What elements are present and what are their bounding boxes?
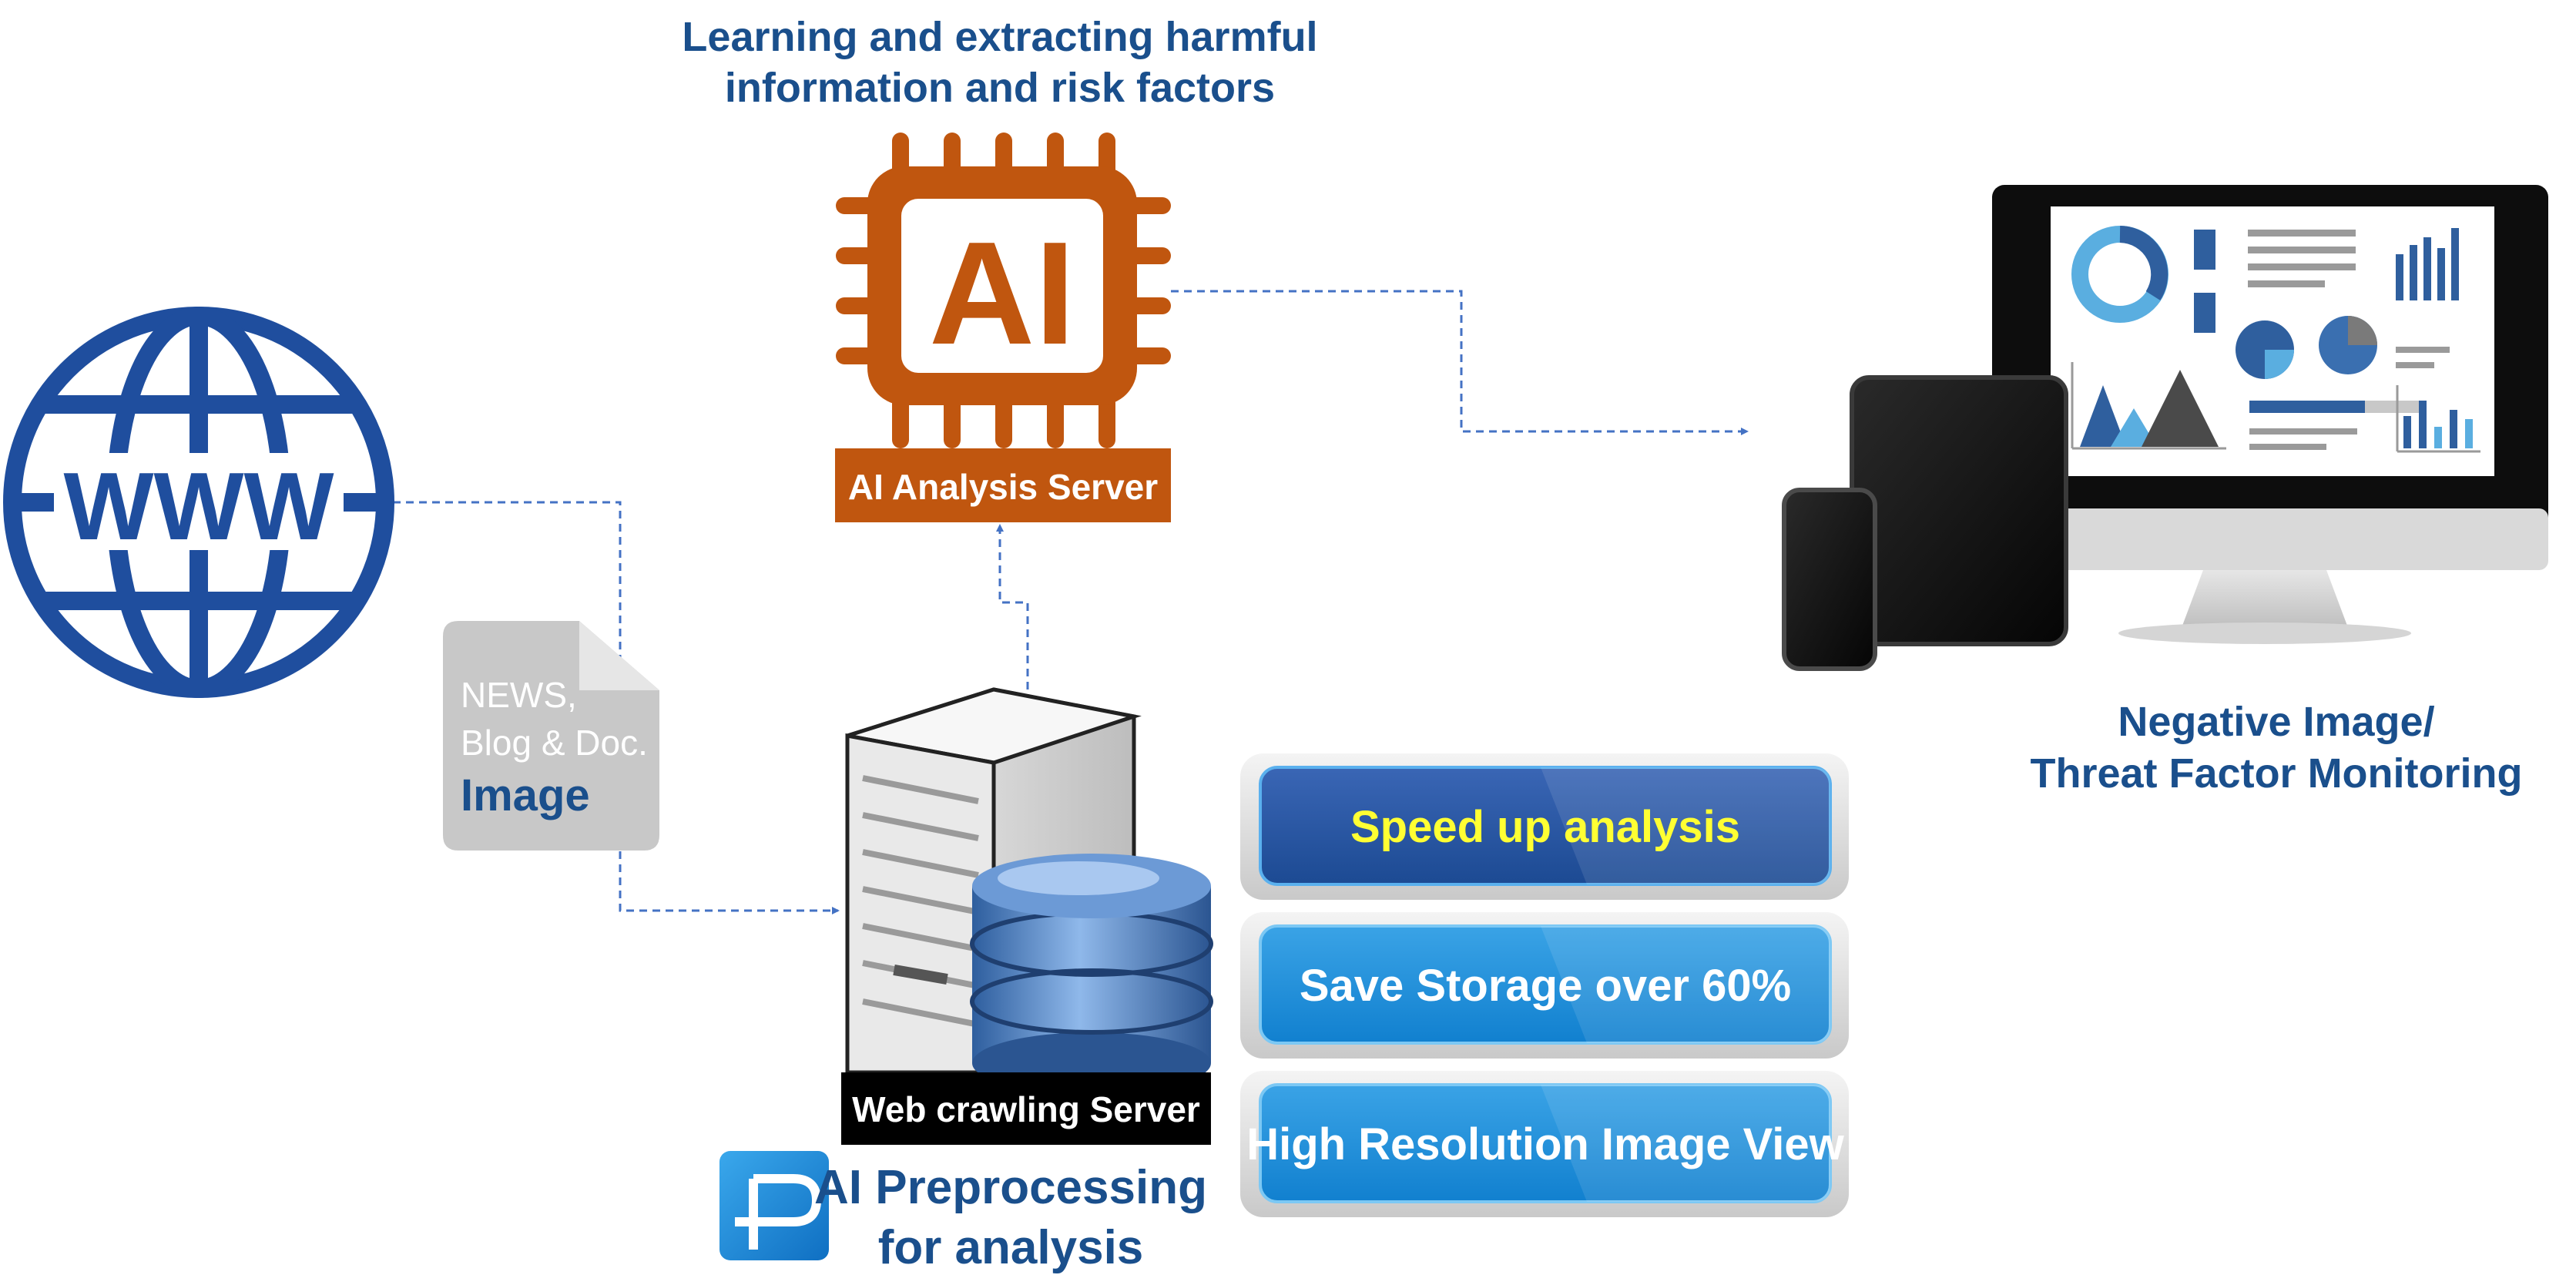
ai-server-label: AI Analysis Server bbox=[848, 467, 1158, 507]
monitoring-line1: Negative Image/ bbox=[2118, 699, 2434, 745]
ai-server-label-box bbox=[835, 448, 1171, 522]
connector-crawler-to-ai bbox=[996, 524, 1029, 690]
crawler-label: Web crawling Server bbox=[852, 1089, 1200, 1129]
feature-pill-storage bbox=[1240, 912, 1849, 1059]
ai-analysis-server: Learning and extracting harmful informat… bbox=[682, 14, 1318, 522]
dashboard-graphics-icon bbox=[2071, 226, 2480, 453]
feature-label-resolution: High Resolution Image View bbox=[1246, 1119, 1844, 1169]
ai-caption-line2: information and risk factors bbox=[725, 65, 1275, 111]
ai-caption-line1: Learning and extracting harmful bbox=[682, 14, 1317, 60]
preprocessing-logo-icon bbox=[719, 1151, 829, 1260]
document-line2: Blog & Doc. bbox=[461, 723, 648, 763]
preprocessing-line1: AI Preprocessing bbox=[814, 1161, 1207, 1214]
feature-pill-resolution bbox=[1240, 1071, 1849, 1217]
document-icon bbox=[443, 621, 659, 851]
ai-chip-text: AI bbox=[929, 212, 1075, 375]
connectors bbox=[393, 290, 1749, 914]
document-line3: Image bbox=[461, 770, 590, 820]
monitoring-line2: Threat Factor Monitoring bbox=[2031, 750, 2523, 797]
www-text-backdrop bbox=[62, 453, 336, 550]
feature-label-storage: Save Storage over 60% bbox=[1300, 961, 1791, 1011]
preprocessing-logo-letter: P bbox=[0, 0, 1, 1]
ai-chip-icon bbox=[836, 133, 1171, 448]
database-icon bbox=[970, 854, 1213, 1094]
feature-pill-speed bbox=[1240, 753, 1849, 900]
www-text: WWW bbox=[63, 454, 334, 560]
tablet-icon bbox=[1850, 375, 2068, 646]
connector-ai-to-monitor bbox=[1171, 290, 1749, 435]
crawler-label-box bbox=[841, 1072, 1211, 1145]
phone-icon bbox=[1782, 488, 1877, 671]
document-line1: NEWS, bbox=[461, 675, 577, 715]
preprocessing-line2: for analysis bbox=[878, 1221, 1144, 1274]
monitor-icon bbox=[1992, 185, 2548, 644]
feature-label-speed: Speed up analysis bbox=[1350, 802, 1740, 852]
